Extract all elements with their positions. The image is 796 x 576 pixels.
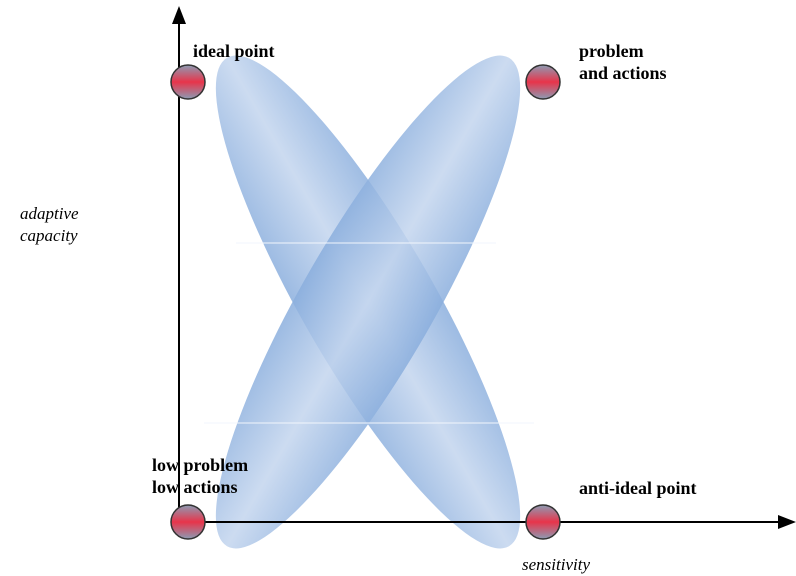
x-axis-arrow <box>778 515 796 529</box>
y-axis-label: adaptive capacity <box>20 203 79 247</box>
marker-ideal-point <box>170 64 206 100</box>
label-low-problem-line2: low actions <box>152 477 238 497</box>
marker-problem-and-actions <box>525 64 561 100</box>
marker-anti-ideal-point <box>525 504 561 540</box>
label-anti-ideal-point: anti-ideal point <box>579 478 697 498</box>
ellipse-lowproblem-to-problem <box>215 55 521 549</box>
y-axis-label-line2: capacity <box>20 226 78 245</box>
label-low-problem: low problem low actions <box>152 454 248 498</box>
label-low-problem-line1: low problem <box>152 455 249 475</box>
y-axis-arrow <box>172 6 186 24</box>
label-problem-and-actions: problem and actions <box>579 40 667 84</box>
y-axis-label-line1: adaptive <box>20 204 79 223</box>
label-problem-line2: and actions <box>579 63 667 83</box>
marker-low-problem <box>170 504 206 540</box>
label-problem-line1: problem <box>579 41 644 61</box>
x-axis-label: sensitivity <box>522 555 590 574</box>
label-ideal-point: ideal point <box>193 41 275 61</box>
